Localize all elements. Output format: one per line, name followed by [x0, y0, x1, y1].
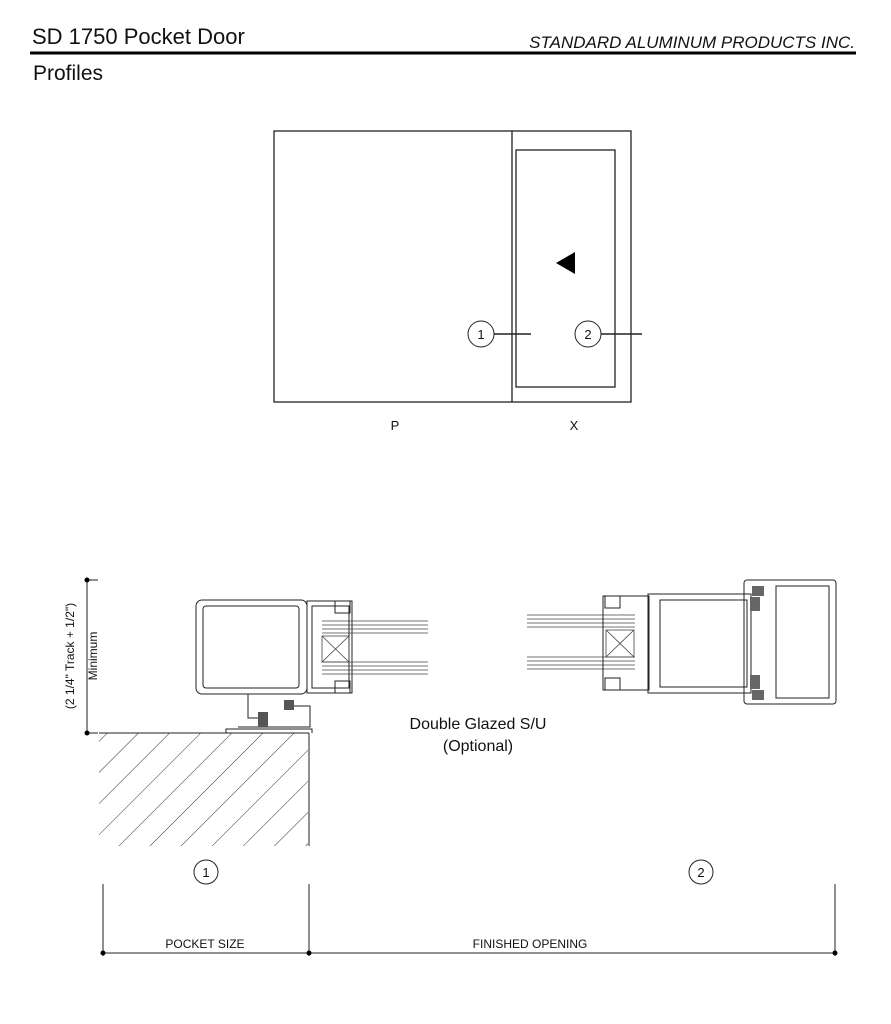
pocket-wall	[99, 732, 310, 846]
page-title: SD 1750 Pocket Door	[32, 24, 245, 49]
glazing-label: Double Glazed S/U	[410, 716, 547, 733]
pocket-size-label: POCKET SIZE	[165, 937, 244, 951]
door-elevation: 1 2 P X	[273, 130, 642, 433]
callout-2-label: 2	[584, 327, 591, 342]
width-dimensions	[100, 884, 838, 956]
section-callout-1-circle	[193, 859, 219, 885]
height-dimension: (2 1/4" Track + 1/2") Minimum	[63, 577, 100, 736]
dimension-sub: Minimum	[86, 632, 100, 681]
section-callout-2-circle	[688, 859, 714, 885]
section-callout-1: 1	[202, 865, 209, 880]
panel-label-x: X	[570, 418, 579, 433]
glass-unit-left	[321, 620, 428, 675]
dimension-text: (2 1/4" Track + 1/2")	[63, 603, 77, 709]
glass-unit-right	[527, 614, 635, 670]
company-name: STANDARD ALUMINUM PRODUCTS INC.	[529, 33, 855, 52]
section-callout-2: 2	[697, 865, 704, 880]
arrow-left-triangle-icon	[556, 252, 575, 274]
profile-1	[195, 599, 353, 733]
profile-2	[602, 579, 837, 705]
elevation-frame	[273, 130, 632, 403]
glazing-sub: (Optional)	[443, 738, 513, 755]
callout-1-label: 1	[477, 327, 484, 342]
panel-label-p: P	[391, 418, 400, 433]
section-subtitle: Profiles	[33, 62, 103, 85]
finished-opening-label: FINISHED OPENING	[473, 937, 588, 951]
sliding-panel	[515, 149, 616, 388]
